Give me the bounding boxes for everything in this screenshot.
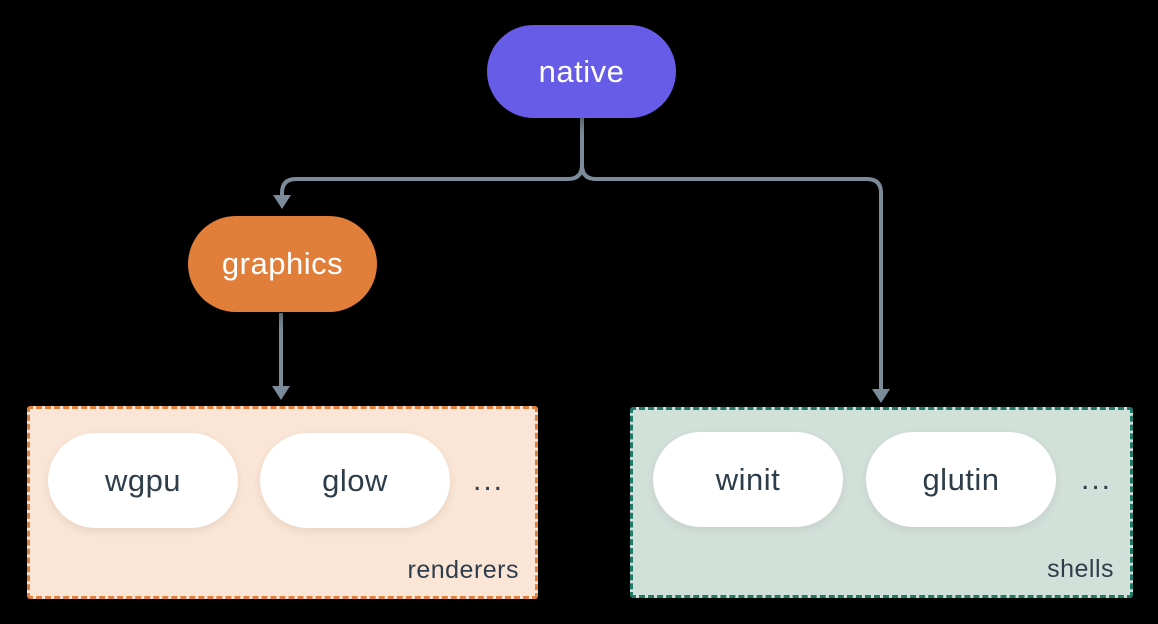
node-native-label: native (538, 53, 625, 89)
group-shells: winit glutin ... shells (630, 407, 1133, 598)
pill-winit-label: winit (715, 461, 781, 497)
node-graphics-label: graphics (221, 246, 344, 281)
pill-winit: winit (653, 432, 843, 527)
pill-wgpu-label: wgpu (104, 462, 182, 498)
node-native: native (487, 25, 676, 118)
group-renderers: wgpu glow ... renderers (27, 406, 538, 599)
pill-glow: glow (260, 433, 450, 528)
arrowhead-down-icon (273, 195, 291, 209)
pill-glutin: glutin (866, 432, 1056, 527)
pill-wgpu: wgpu (48, 433, 238, 528)
pill-glow-label: glow (322, 462, 388, 498)
node-graphics: graphics (188, 216, 377, 312)
pill-glutin-label: glutin (922, 461, 1000, 497)
renderers-ellipsis: ... (473, 463, 505, 497)
group-shells-label: shells (1047, 555, 1114, 583)
edge-native-shells (580, 118, 883, 390)
edge-native-graphics (280, 118, 584, 196)
arrowhead-down-icon (872, 389, 890, 403)
shells-ellipsis: ... (1081, 462, 1113, 496)
group-renderers-label: renderers (407, 556, 519, 584)
arrowhead-down-icon (272, 386, 290, 400)
